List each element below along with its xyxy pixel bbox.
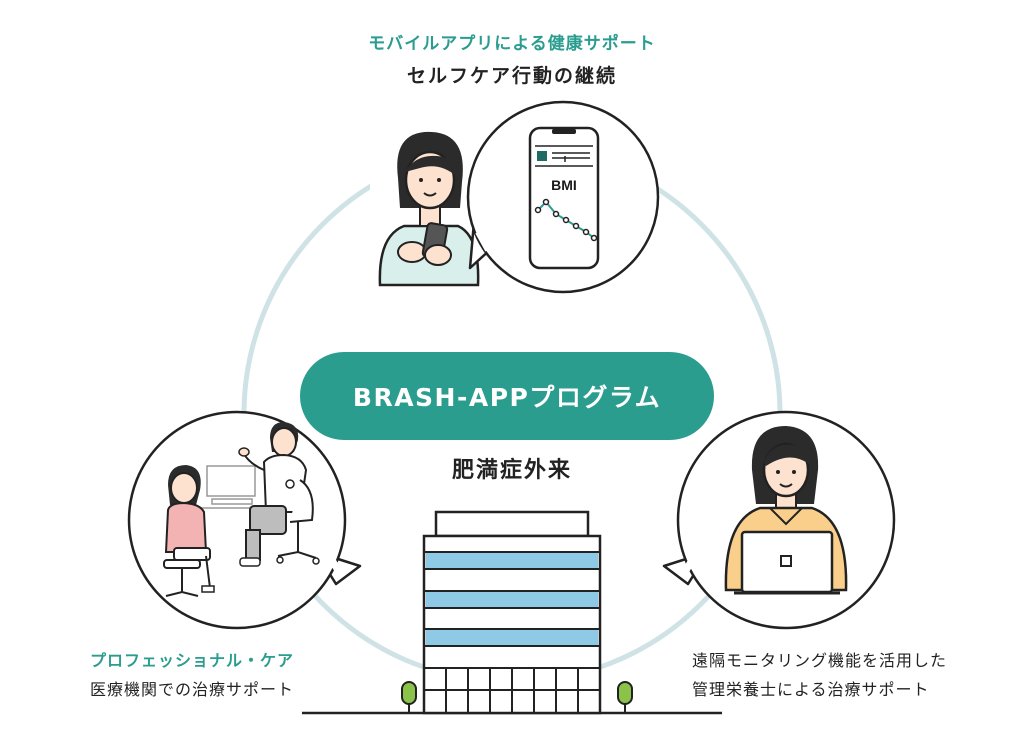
right-caption-line1: 遠隔モニタリング機能を活用した [692, 651, 948, 670]
top-caption-accent: モバイルアプリによる健康サポート [368, 34, 656, 54]
program-label-pill: BRASH-APPプログラム [300, 352, 714, 440]
clinic-label: 肥満症外来 [451, 458, 572, 483]
woman-with-phone-illustration [370, 125, 490, 295]
hospital-building-icon [422, 510, 602, 715]
tree-icon [617, 681, 633, 713]
left-speech-bubble [127, 410, 362, 630]
phone-bmi-label: BMI [551, 177, 577, 193]
doctor-consultation-illustration [163, 422, 320, 597]
tree-icon [401, 681, 417, 713]
top-caption-main: セルフケア行動の継続 [406, 65, 617, 87]
laptop-icon [734, 530, 840, 595]
left-caption-main: 医療機関での治療サポート [90, 680, 295, 699]
right-caption-line2: 管理栄養士による治療サポート [692, 680, 930, 699]
smartphone-icon [528, 126, 600, 270]
left-caption-accent: プロフェッショナル・ケア [90, 651, 295, 670]
